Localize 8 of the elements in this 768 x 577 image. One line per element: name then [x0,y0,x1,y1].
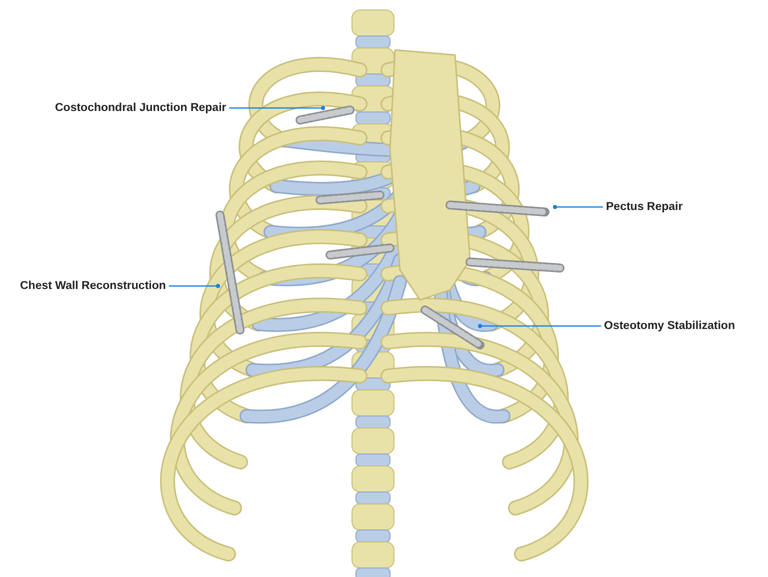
leader-line [552,204,603,210]
callout-label: Pectus Repair [606,200,683,214]
callout-label: Osteotomy Stabilization [604,319,735,333]
leader-line [229,106,326,110]
leader-line [478,324,601,328]
callout-label: Costochondral Junction Repair [55,101,226,115]
callout-label: Chest Wall Reconstruction [20,279,166,293]
leader-line [168,284,220,288]
